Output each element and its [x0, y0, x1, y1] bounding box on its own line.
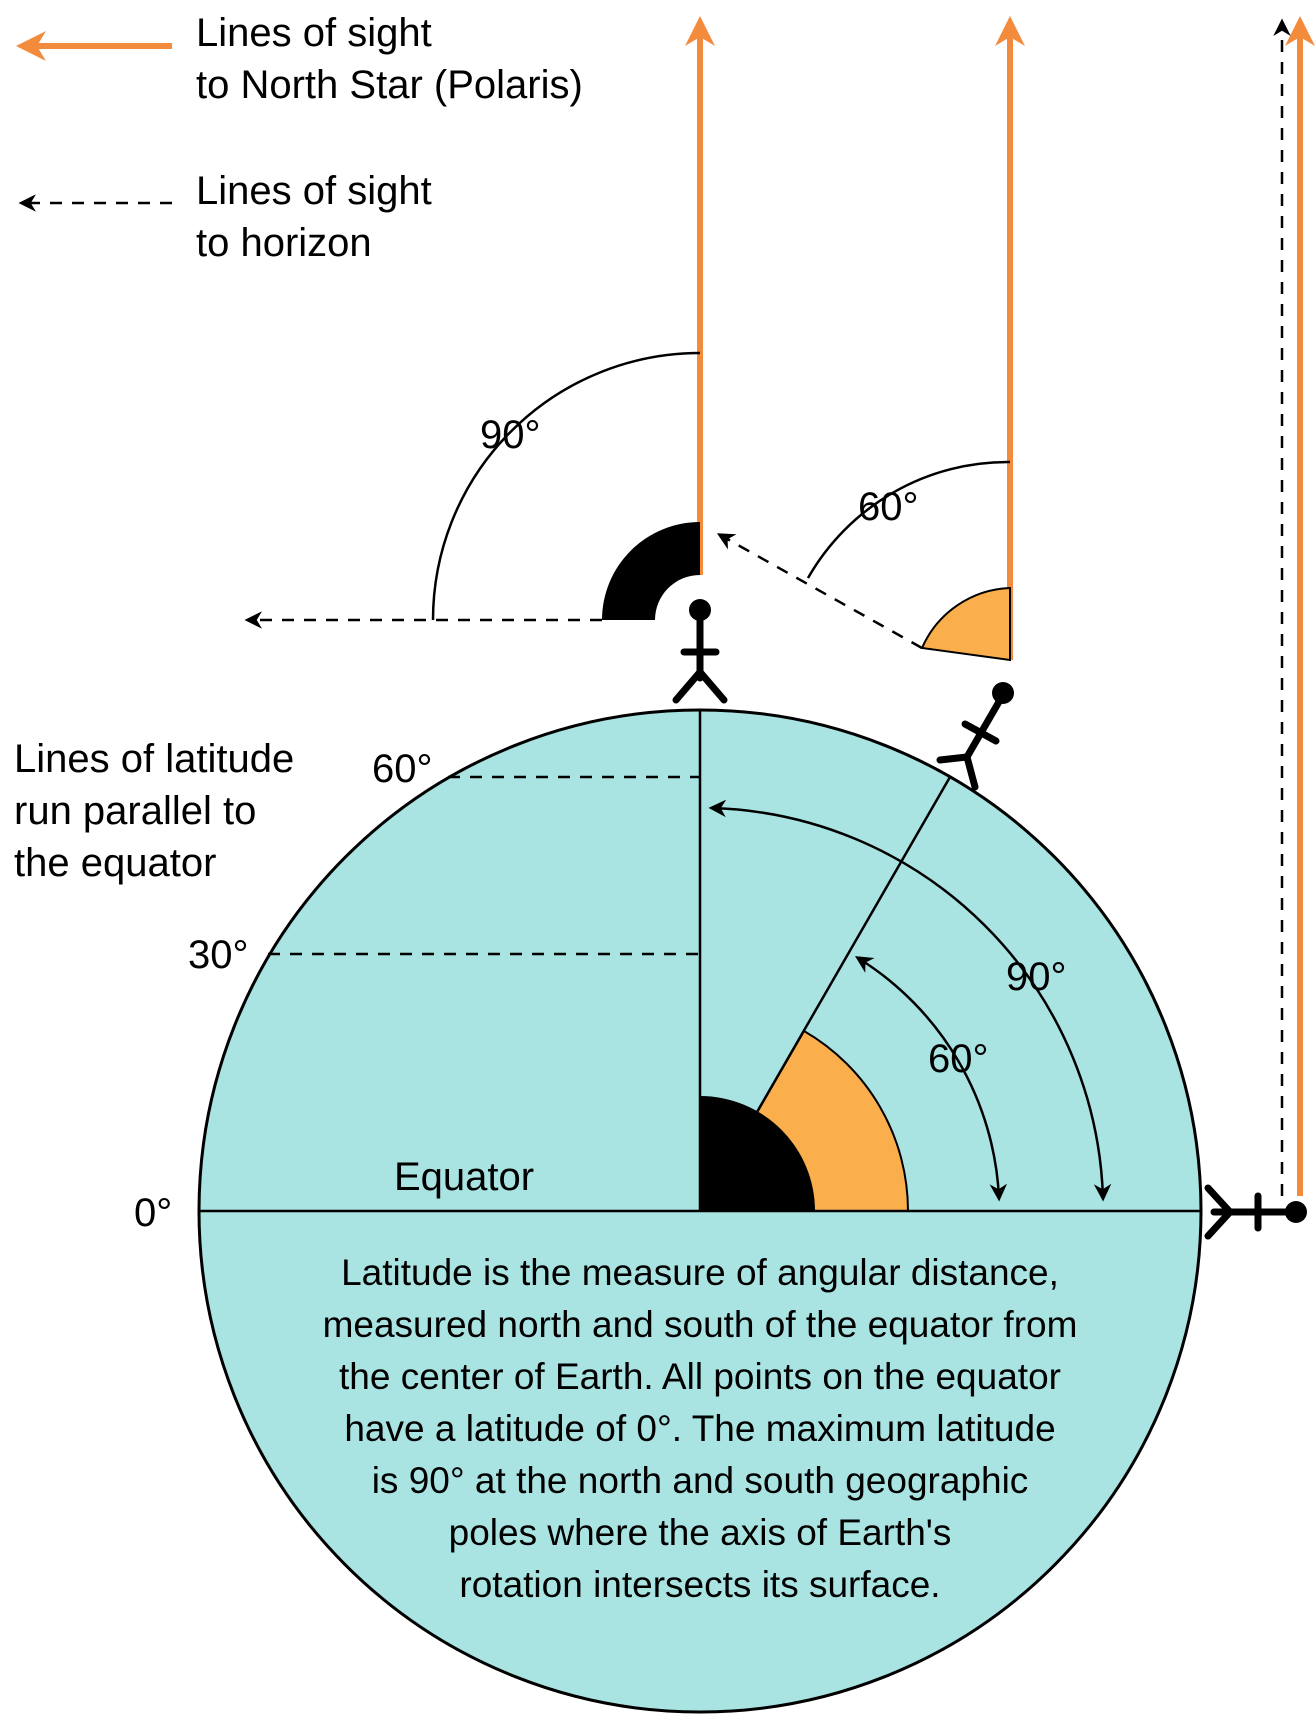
pole-angle-wedge — [602, 522, 700, 620]
caption-line: have a latitude of 0°. The maximum latit… — [344, 1408, 1055, 1449]
equator-label: Equator — [394, 1155, 534, 1199]
center-arc-90 — [708, 799, 1112, 1202]
pole-angle-label: 90° — [480, 413, 541, 457]
equator-observer-group — [1204, 16, 1315, 1240]
mid-observer-figure — [936, 682, 1014, 791]
side-note-line: Lines of latitude — [14, 737, 294, 781]
side-note-line: the equator — [14, 841, 216, 885]
equator-observer-figure — [1204, 1184, 1307, 1240]
center-60-label: 60° — [928, 1037, 989, 1081]
center-arc-60 — [855, 956, 1008, 1202]
latitude-60-label: 60° — [372, 747, 433, 791]
pole-angle-arc — [431, 351, 701, 621]
latitude-0-label: 0° — [134, 1191, 172, 1235]
mid-angle-arc — [806, 460, 1011, 579]
caption-line: is 90° at the north and south geographic — [372, 1460, 1029, 1501]
mid-angle-label: 60° — [858, 485, 919, 529]
legend-polaris-label: to North Star (Polaris) — [196, 63, 583, 107]
legend: Lines of sight to North Star (Polaris) L… — [15, 11, 583, 265]
mid-observer-group: 60° — [716, 16, 1025, 791]
observer-head — [1285, 1201, 1307, 1223]
caption-line: poles where the axis of Earth's — [449, 1512, 952, 1553]
legend-horizon-label: Lines of sight — [196, 169, 432, 213]
mid-angle-wedge — [920, 586, 1011, 662]
legend-polaris-label: Lines of sight — [196, 11, 432, 55]
latitude-30-label: 30° — [188, 933, 249, 977]
center-90-label: 90° — [1006, 955, 1067, 999]
caption-line: Latitude is the measure of angular dista… — [341, 1252, 1059, 1293]
side-note: Lines of latitude run parallel to the eq… — [14, 737, 294, 885]
pole-observer-group: 90° — [244, 16, 728, 704]
caption-line: rotation intersects its surface. — [459, 1564, 940, 1605]
side-note-line: run parallel to — [14, 789, 256, 833]
earth: 90° 60° Equator Latitude is the measure … — [197, 708, 1203, 1714]
caption-line: the center of Earth. All points on the e… — [339, 1356, 1061, 1397]
pole-observer-figure — [672, 599, 728, 704]
caption: Latitude is the measure of angular dista… — [323, 1252, 1078, 1605]
legend-horizon-label: to horizon — [196, 221, 372, 265]
caption-line: measured north and south of the equator … — [323, 1304, 1078, 1345]
horizon-line-mid — [716, 533, 923, 650]
